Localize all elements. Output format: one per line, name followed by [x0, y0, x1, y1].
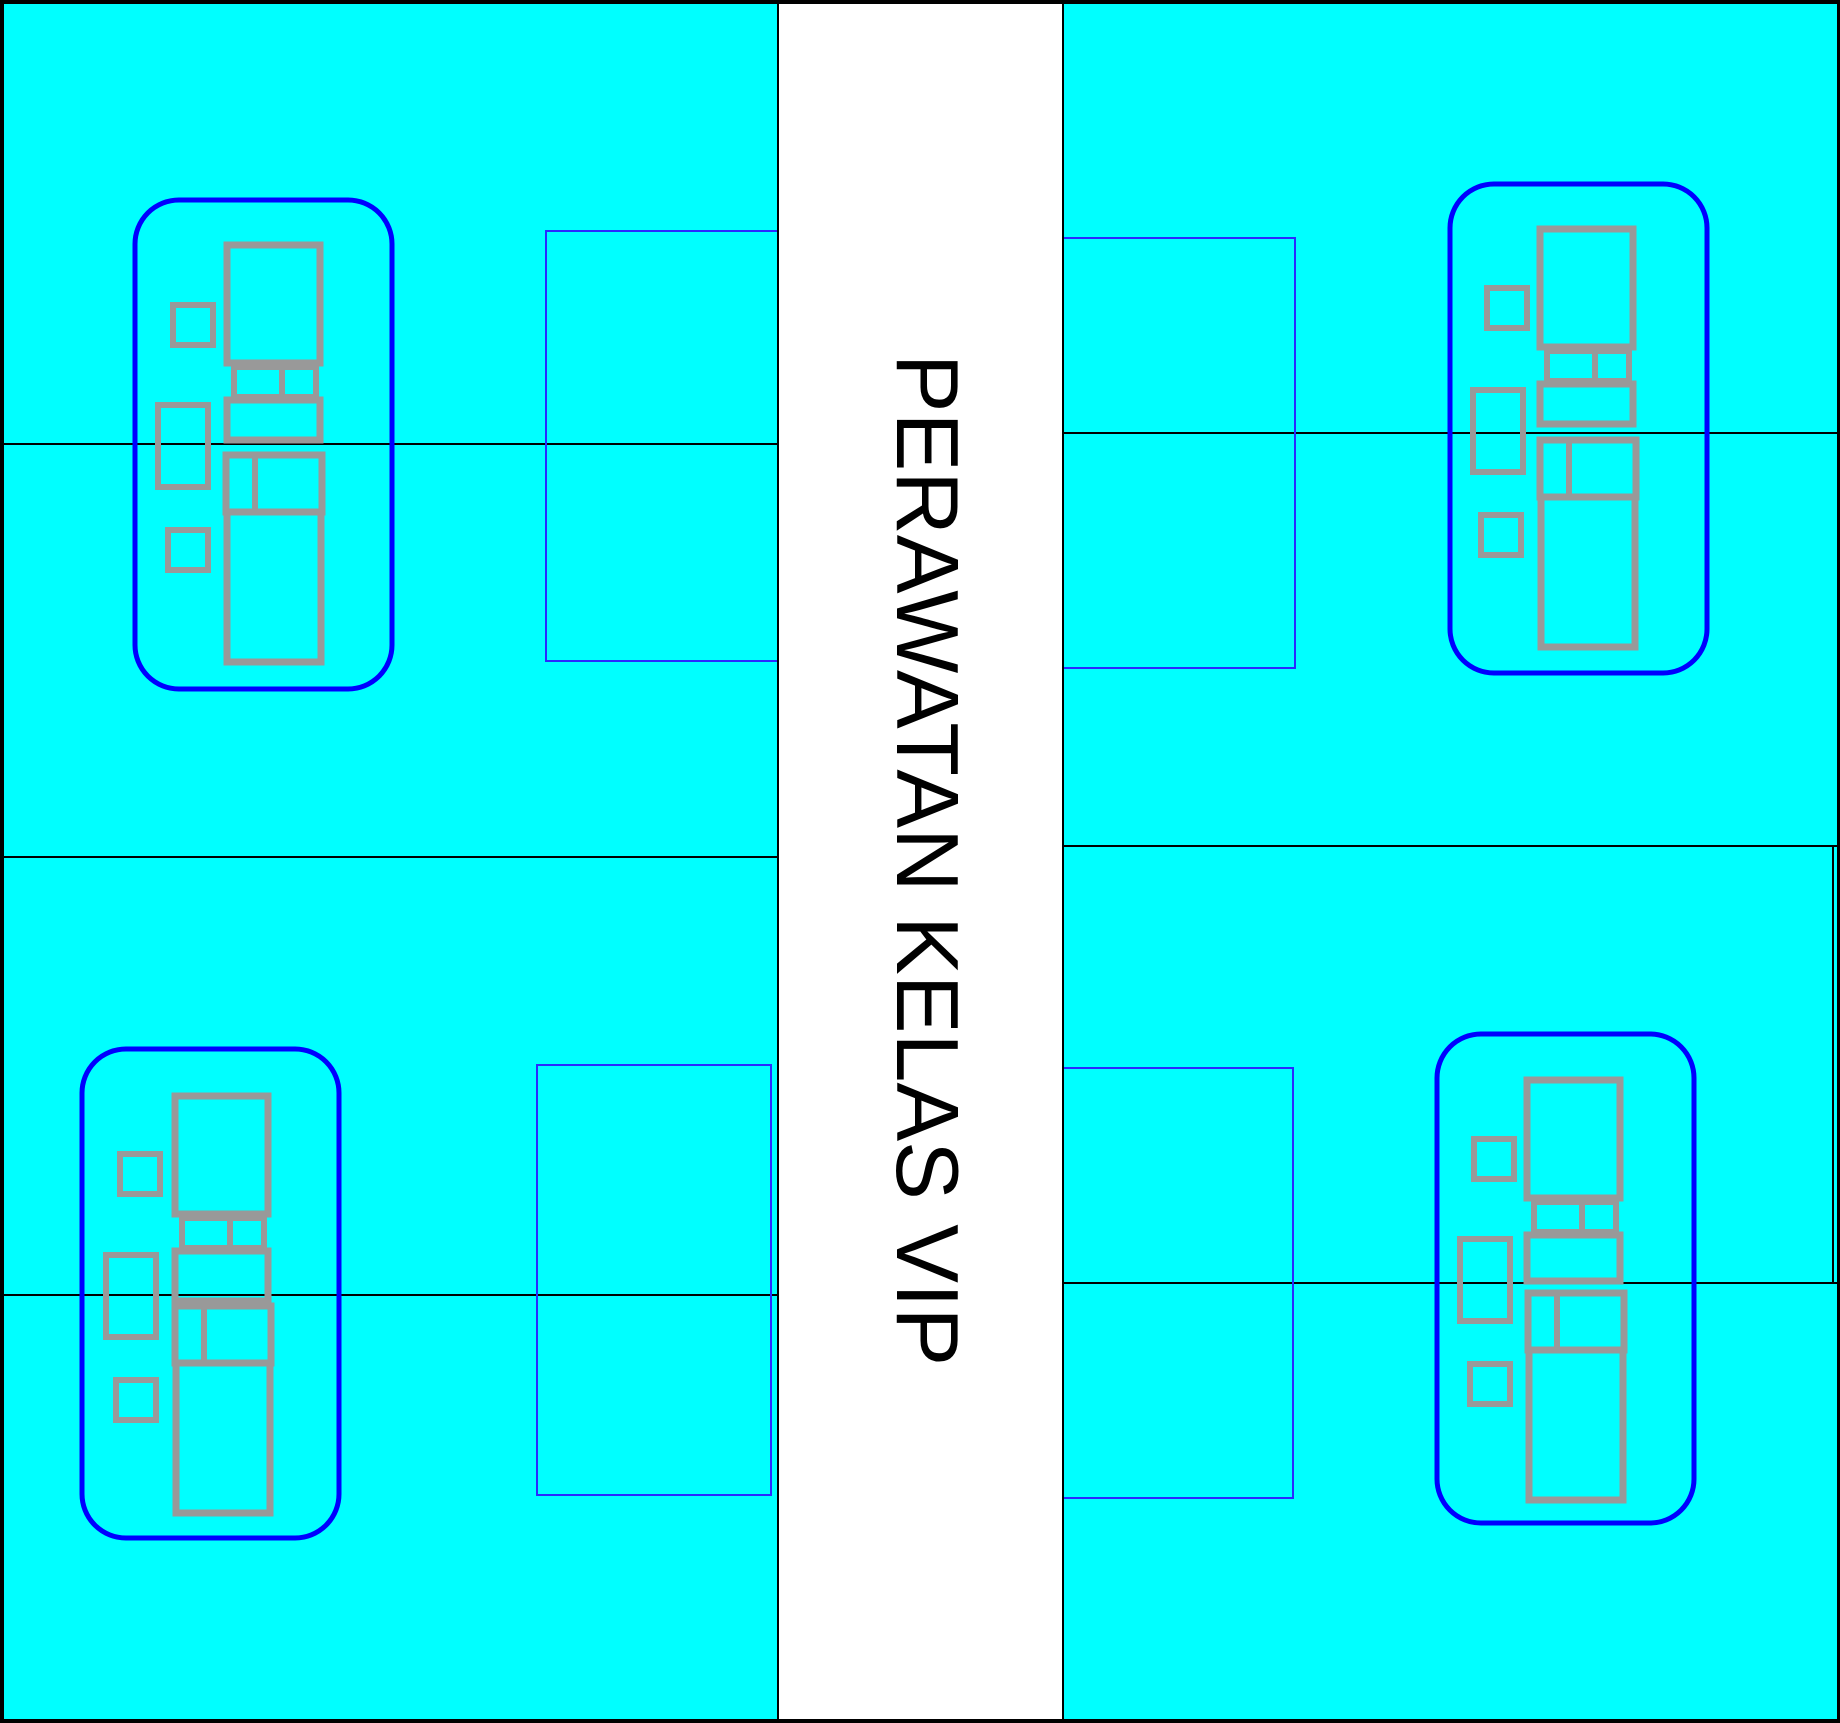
side-cabinet-1 [170, 302, 216, 348]
bed-lower-panel [172, 1359, 274, 1517]
bed-lower-panel [1537, 493, 1639, 651]
bed-area-outline [1447, 181, 1710, 676]
bed-upper-panel [1523, 1076, 1624, 1202]
room-top-left [2, 2, 781, 858]
room-top-right [1060, 2, 1839, 847]
room-bottom-left-floor [2, 856, 779, 1721]
corridor: PERAWATAN KELAS VIP [777, 2, 1064, 1721]
side-cabinet-3 [1478, 512, 1524, 558]
bed-lower-panel [223, 508, 325, 666]
side-cabinet-2 [1457, 1236, 1513, 1324]
side-cabinet-1 [117, 1151, 163, 1197]
side-cabinet-3 [1467, 1361, 1513, 1407]
bed-upper-base [171, 1247, 272, 1305]
room-bottom-right-bed-unit [1434, 1031, 1697, 1526]
bed-area-outline [132, 197, 395, 692]
room-bottom-left-table-zone [536, 1064, 772, 1496]
bed-upper-base [223, 396, 324, 444]
room-bottom-left-bed-unit [79, 1046, 342, 1541]
side-cabinet-3 [113, 1377, 159, 1423]
bed-upper-panel [1536, 225, 1637, 351]
bed-upper-base [1523, 1231, 1624, 1285]
room-top-left-bed-unit [132, 197, 395, 692]
bed-upper-panel [171, 1092, 272, 1218]
room-bottom-left [2, 856, 779, 1721]
side-cabinet-3 [165, 527, 211, 573]
room-top-right-bed-unit [1447, 181, 1710, 676]
side-cabinet-2 [155, 402, 211, 490]
bed-upper-base [1536, 380, 1637, 428]
side-cabinet-1 [1471, 1136, 1517, 1182]
bed-area-outline [79, 1046, 342, 1541]
bed-area-outline [1434, 1031, 1697, 1526]
bed-lower-panel [1525, 1346, 1627, 1504]
side-cabinet-2 [1470, 387, 1526, 475]
room-bottom-right [1058, 845, 1839, 1721]
bed-upper-panel [223, 241, 324, 367]
side-cabinet-2 [103, 1252, 159, 1340]
side-cabinet-1 [1484, 285, 1530, 331]
corridor-label: PERAWATAN KELAS VIP [878, 354, 977, 1366]
